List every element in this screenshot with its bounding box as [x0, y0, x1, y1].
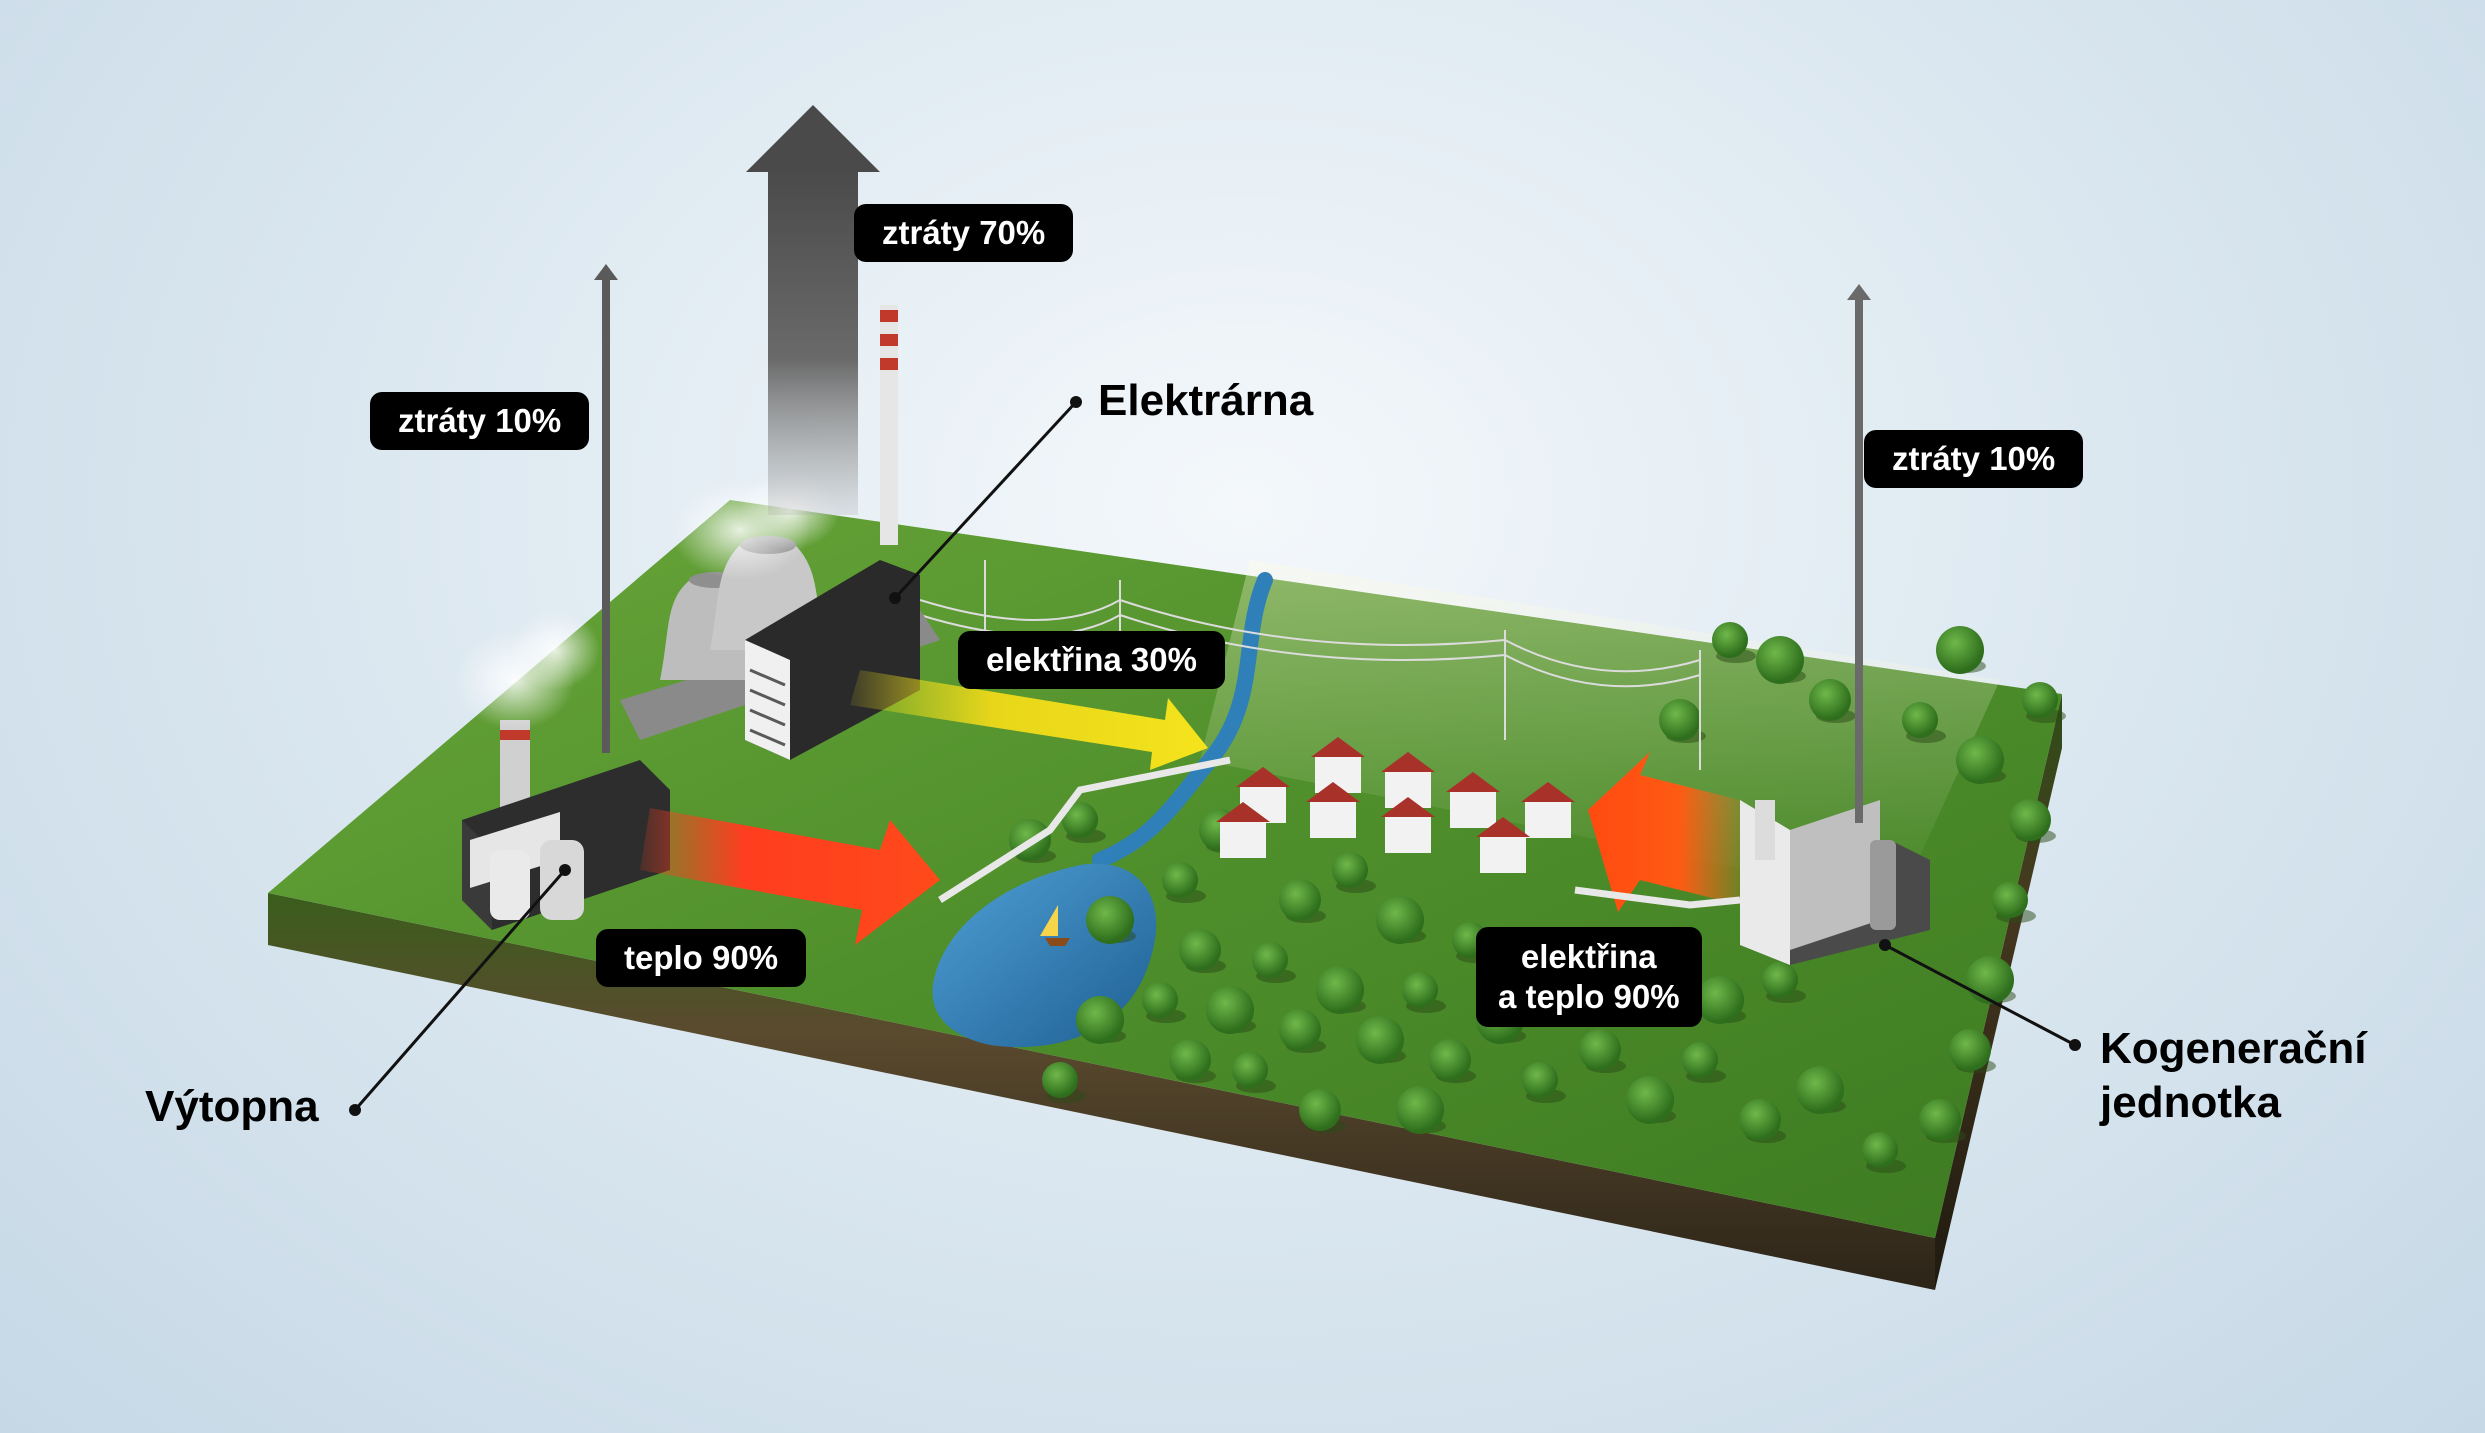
house	[1306, 782, 1360, 838]
tree	[1086, 896, 1136, 944]
tree	[1659, 699, 1706, 743]
callout-cogeneration-line1: Kogenerační	[2100, 1024, 2367, 1073]
cogeneration-output-label: elektřina a teplo 90%	[1476, 927, 1702, 1027]
cogeneration-plant	[1740, 800, 1930, 965]
callout-dots	[349, 396, 2081, 1116]
heat-label: teplo 90%	[596, 929, 807, 987]
tree	[1252, 942, 1296, 983]
heat-arrow	[640, 808, 940, 945]
tree	[1756, 636, 1806, 684]
tree	[1696, 976, 1746, 1024]
heating-plant	[455, 610, 670, 930]
house	[1476, 817, 1530, 873]
tree	[1042, 1062, 1086, 1103]
callout-cogeneration: Kogenerační jednotka	[2100, 1022, 2367, 1130]
power-lines	[919, 560, 1701, 770]
callout-lines	[353, 400, 2076, 1111]
tree	[2022, 682, 2066, 723]
tree	[1142, 982, 1186, 1023]
loss-label-power-plant: ztráty 70%	[854, 204, 1074, 262]
slab-front-face	[268, 893, 1935, 1290]
tree	[1682, 1042, 1726, 1083]
tree	[1279, 879, 1326, 923]
tree	[1402, 972, 1446, 1013]
electricity-arrow	[850, 670, 1208, 770]
tree	[1739, 1099, 1786, 1143]
tree	[1179, 929, 1226, 973]
tree	[1169, 1039, 1216, 1083]
cogeneration-output-line1: elektřina	[1520, 938, 1657, 975]
loss-label-cogeneration: ztráty 10%	[1864, 430, 2084, 488]
cogeneration-output-line2: a teplo 90%	[1498, 978, 1680, 1015]
tree	[1062, 802, 1106, 843]
tree	[1992, 882, 2036, 923]
sailboat-icon	[1040, 905, 1070, 946]
tree	[1919, 1099, 1966, 1143]
tree	[1796, 1066, 1846, 1114]
house	[1446, 772, 1500, 828]
house	[1311, 737, 1365, 793]
tree	[1902, 702, 1946, 743]
tree	[1162, 862, 1206, 903]
tree	[1949, 1029, 1996, 1073]
house	[1216, 802, 1270, 858]
tree	[1522, 1062, 1566, 1103]
callout-power-plant: Elektrárna	[1098, 376, 1314, 425]
electricity-label: elektřina 30%	[958, 631, 1225, 689]
tree	[1232, 1052, 1276, 1093]
tree	[1429, 1039, 1476, 1083]
tree	[1279, 1009, 1326, 1053]
loss-label-heating-plant: ztráty 10%	[370, 392, 590, 450]
loss-arrow-heating-plant	[594, 264, 618, 753]
tree	[1396, 1086, 1446, 1134]
tree	[1076, 996, 1126, 1044]
tree	[1332, 852, 1376, 893]
tree	[1936, 626, 1986, 674]
tree	[2009, 799, 2056, 843]
tree	[1809, 679, 1856, 723]
tree	[1762, 962, 1806, 1003]
tree	[1299, 1089, 1346, 1133]
power-plant	[620, 305, 940, 760]
tree	[1862, 1132, 1906, 1173]
callout-heating-plant: Výtopna	[145, 1082, 319, 1131]
loss-arrow-cogeneration	[1847, 284, 1871, 823]
tree	[1626, 1076, 1676, 1124]
tree	[1579, 1029, 1626, 1073]
loss-arrow-power-plant	[746, 105, 880, 515]
tree	[1206, 986, 1256, 1034]
cogeneration-arrow	[1588, 752, 1740, 912]
tree	[1376, 896, 1426, 944]
heat-pipes	[938, 756, 1741, 909]
house	[1381, 797, 1435, 853]
tree	[1956, 736, 2006, 784]
village	[1216, 737, 1575, 873]
tree	[1316, 966, 1366, 1014]
house	[1521, 782, 1575, 838]
tree	[1356, 1016, 1406, 1064]
callout-cogeneration-line2: jednotka	[2100, 1078, 2281, 1127]
tree	[1712, 622, 1756, 663]
tree	[1966, 956, 2016, 1004]
